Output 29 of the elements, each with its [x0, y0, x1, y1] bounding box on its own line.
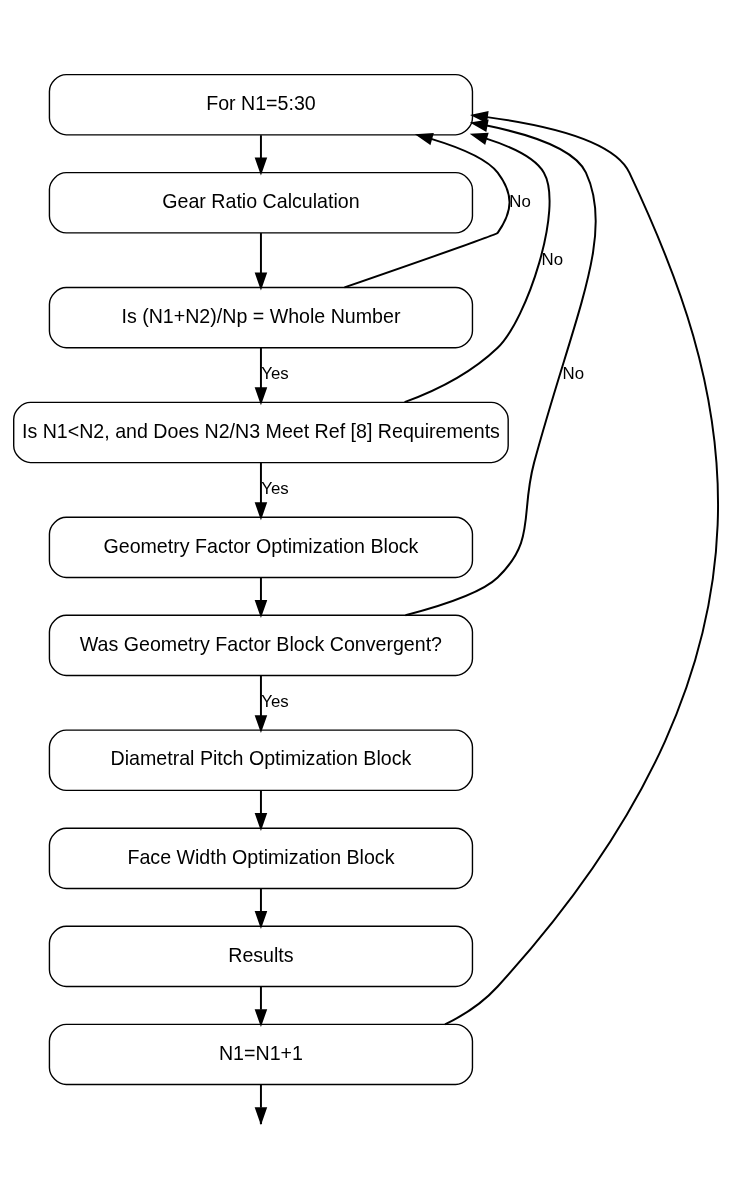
arrow — [404, 119, 597, 617]
node-box: Gear Ratio Calculation — [48, 171, 474, 234]
arrow — [444, 110, 719, 1026]
node-box: Is (N1+N2)/Np = Whole Number — [48, 286, 474, 349]
arrow — [254, 232, 268, 291]
node-box: Diametral Pitch Optimization Block — [48, 729, 474, 792]
edge-label: Yes — [261, 692, 289, 712]
node-box: Was Geometry Factor Block Convergent? — [48, 614, 474, 677]
arrow — [254, 461, 268, 521]
arrow — [254, 576, 268, 619]
arrow — [254, 985, 268, 1028]
edge-label: Yes — [261, 364, 289, 384]
edge-label: No — [541, 249, 564, 269]
edge-label: No — [562, 364, 585, 384]
node-box: Geometry Factor Optimization Block — [48, 516, 474, 579]
node-box: Is N1<N2, and Does N2/N3 Meet Ref [8] Requirements — [13, 401, 509, 464]
edge-label: Yes — [261, 479, 289, 499]
arrow — [254, 134, 268, 176]
node-box: For N1=5:30 — [48, 73, 474, 136]
arrow — [254, 789, 268, 831]
edge-label: No — [509, 192, 531, 212]
arrow — [254, 346, 268, 406]
arrow — [343, 133, 511, 289]
node-box: Face Width Optimization Block — [48, 827, 474, 890]
arrow — [254, 674, 268, 734]
node-box: Results — [48, 925, 474, 988]
arrow — [403, 132, 551, 404]
node-box: N1=N1+1 — [48, 1023, 474, 1086]
arrow — [254, 887, 268, 930]
